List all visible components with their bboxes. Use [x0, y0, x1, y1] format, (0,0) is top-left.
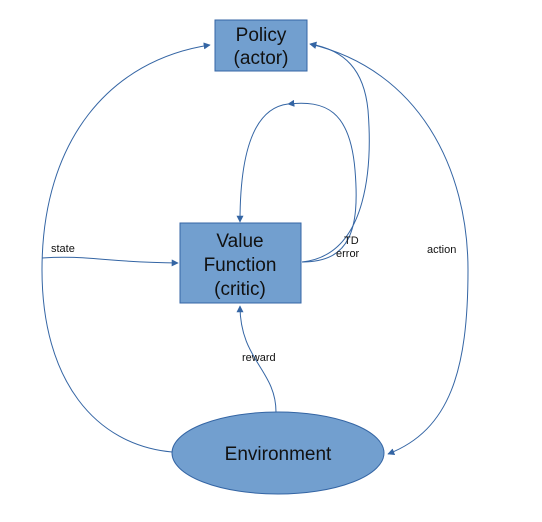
action-label: action: [427, 244, 456, 256]
edge-action-policy-to-environment: [309, 42, 469, 455]
edge-td-error-to-policy: [301, 41, 370, 263]
policy-label-line1: Policy: [236, 25, 287, 46]
node-policy: Policy (actor): [214, 19, 308, 72]
edge-state-to-value-function: [41, 256, 179, 267]
environment-ellipse: [171, 411, 385, 495]
policy-box: [214, 19, 308, 72]
value-function-box: [179, 222, 302, 304]
value-function-label-line1: Value: [216, 231, 263, 252]
state-label: state: [51, 243, 75, 255]
value-function-label-line3: (critic): [214, 279, 266, 300]
node-environment: Environment: [171, 411, 385, 495]
node-value-function: Value Function (critic): [179, 222, 302, 304]
td-error-label-line1: TD: [344, 235, 359, 247]
edge-self-loop-return: [236, 103, 289, 223]
policy-label-line2: (actor): [234, 48, 289, 69]
td-error-label-line2: error: [336, 248, 360, 260]
edge-reward-environment-to-value-function: [236, 305, 277, 413]
edge-environment-to-policy: [41, 42, 211, 453]
reward-label: reward: [242, 352, 276, 364]
environment-label: Environment: [225, 444, 332, 465]
value-function-label-line2: Function: [204, 255, 277, 276]
